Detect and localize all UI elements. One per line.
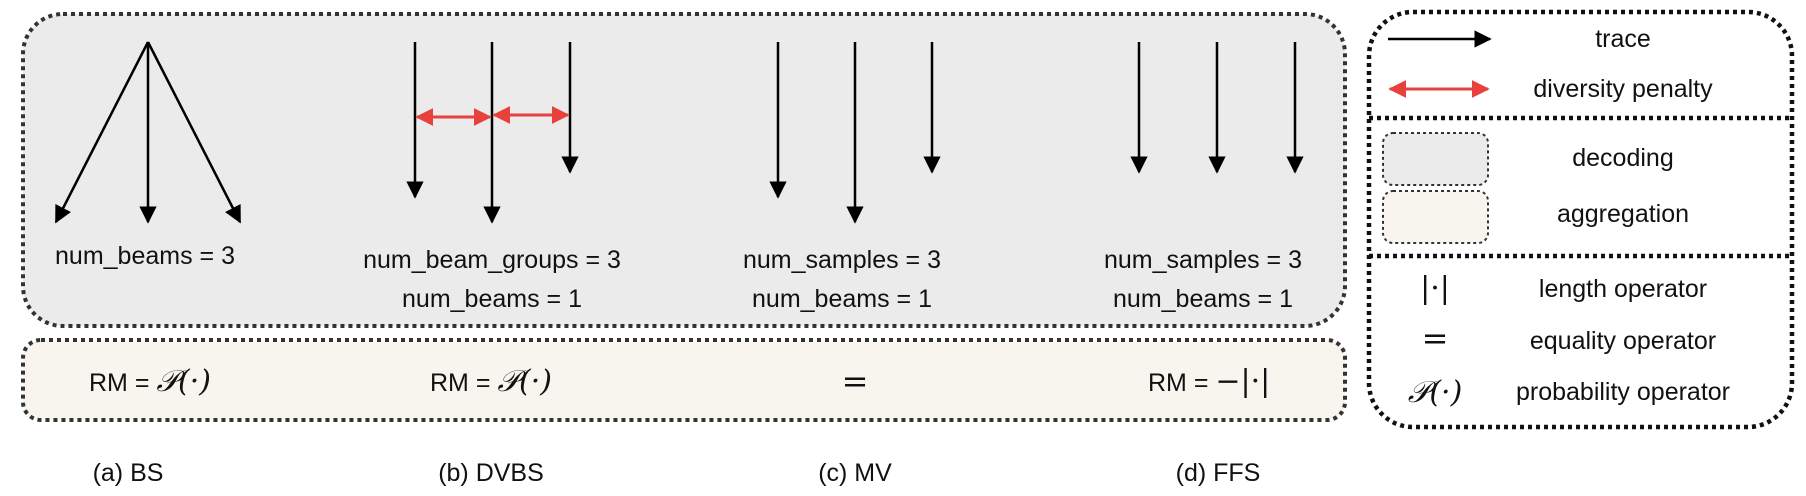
legend-probability-label: probability operator xyxy=(1516,378,1730,406)
svg-text:RM = −|·|: RM = −|·| xyxy=(1148,364,1270,399)
dvbs-aggregation-formula: RM = 𝒫(·) xyxy=(430,364,552,399)
bs-param-1: num_beams = 3 xyxy=(55,242,235,270)
dvbs-param-2: num_beams = 1 xyxy=(402,285,582,313)
legend-aggregation-label: aggregation xyxy=(1557,200,1689,228)
legend-length-symbol: |·| xyxy=(1420,271,1450,306)
legend-trace-label: trace xyxy=(1595,25,1651,53)
mv-aggregation-formula: = xyxy=(842,362,869,400)
caption-ffs: (d) FFS xyxy=(1176,459,1261,487)
dvbs-diversity-penalties xyxy=(415,106,570,126)
legend-length-label: length operator xyxy=(1539,275,1707,303)
ffs-traces xyxy=(1130,42,1304,174)
bs-aggregation-formula: RM = 𝒫(·) xyxy=(89,364,211,399)
legend: trace diversity penalty decoding aggrega… xyxy=(1366,9,1795,430)
bs-trace-right xyxy=(146,41,242,224)
legend-aggregation-swatch xyxy=(1382,190,1489,244)
legend-decoding-label: decoding xyxy=(1572,144,1673,172)
dvbs-traces xyxy=(406,42,579,224)
mv-param-2: num_beams = 1 xyxy=(752,285,932,313)
mv-traces xyxy=(769,42,941,224)
svg-text:RM = 𝒫(·): RM = 𝒫(·) xyxy=(430,364,552,399)
bs-traces xyxy=(54,41,242,224)
legend-equality-label: equality operator xyxy=(1530,327,1716,355)
aggregation-region xyxy=(21,338,1347,422)
legend-equality-symbol: = xyxy=(1422,319,1449,357)
legend-diversity-label: diversity penalty xyxy=(1533,75,1713,103)
ffs-param-1: num_samples = 3 xyxy=(1104,246,1302,274)
decoding-region xyxy=(21,12,1347,328)
caption-dvbs: (b) DVBS xyxy=(438,459,544,487)
legend-decoding-swatch xyxy=(1382,132,1489,186)
ffs-aggregation-formula: RM = −|·| xyxy=(1148,364,1270,399)
caption-bs: (a) BS xyxy=(93,459,164,487)
mv-param-1: num_samples = 3 xyxy=(743,246,941,274)
dvbs-param-1: num_beam_groups = 3 xyxy=(363,246,621,274)
ffs-param-2: num_beams = 1 xyxy=(1113,285,1293,313)
svg-text:RM = 𝒫(·): RM = 𝒫(·) xyxy=(89,364,211,399)
bs-trace-left xyxy=(54,41,150,224)
legend-probability-symbol: 𝒫(·) xyxy=(1408,375,1463,410)
caption-mv: (c) MV xyxy=(818,459,892,487)
